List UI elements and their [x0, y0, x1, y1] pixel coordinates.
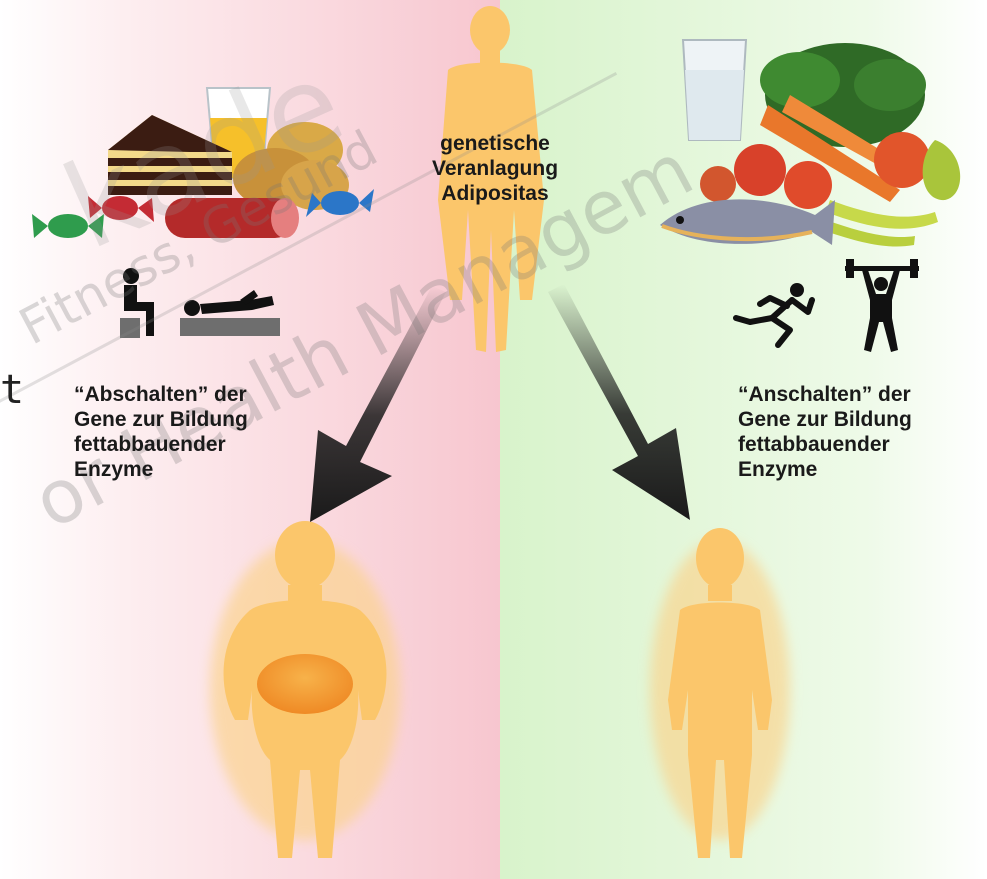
- right-label-line: fettabbauender: [738, 432, 987, 457]
- right-label-line: Gene zur Bildung: [738, 407, 987, 432]
- left-label-line: fettabbauender: [74, 432, 324, 457]
- right-label-line: “Anschalten” der: [738, 382, 987, 407]
- right-label: “Anschalten” der Gene zur Bildung fettab…: [738, 382, 987, 482]
- right-label-line: Enzyme: [738, 457, 987, 482]
- center-label-line: Veranlagung: [400, 156, 590, 181]
- center-label-line: Adipositas: [400, 181, 590, 206]
- left-label-line: Gene zur Bildung: [74, 407, 324, 432]
- center-label: genetische Veranlagung Adipositas: [400, 131, 590, 206]
- left-label: “Abschalten” der Gene zur Bildung fettab…: [74, 382, 324, 482]
- center-label-line: genetische: [400, 131, 590, 156]
- left-label-line: “Abschalten” der: [74, 382, 324, 407]
- stray-letter: t: [0, 367, 24, 413]
- left-label-line: Enzyme: [74, 457, 324, 482]
